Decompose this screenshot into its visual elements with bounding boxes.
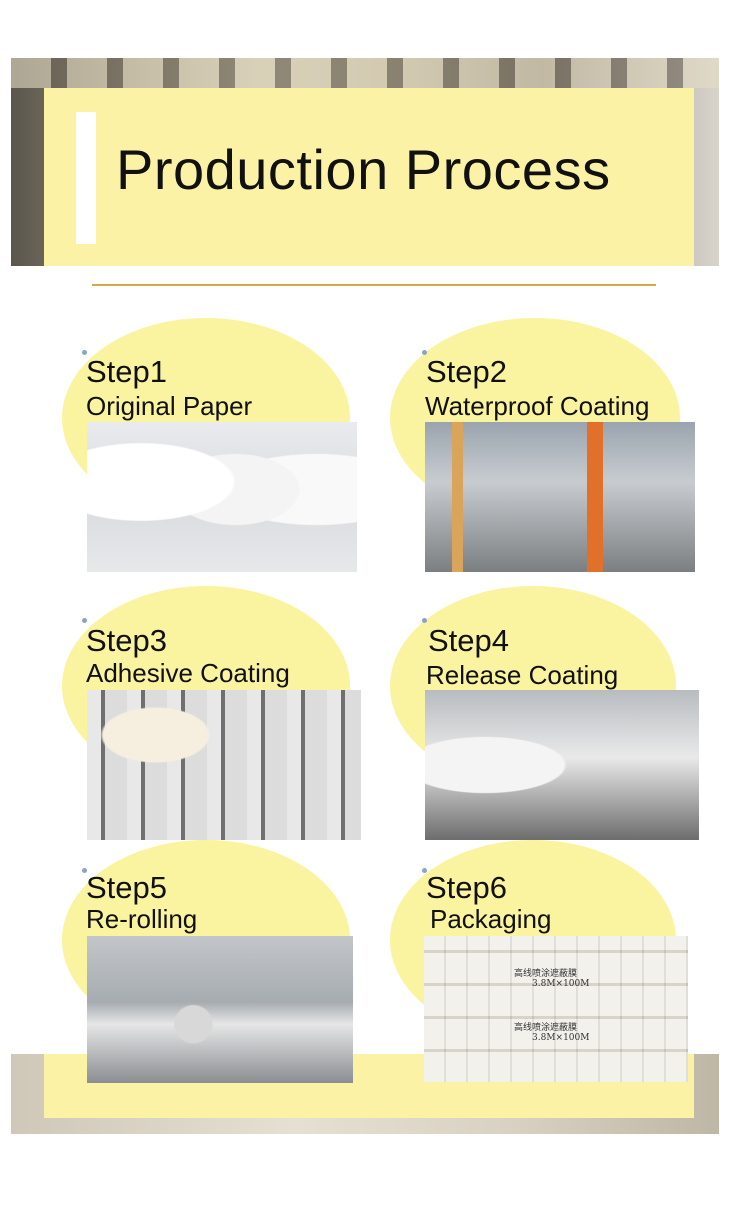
bullet-dot [422,868,427,873]
step-photo-paper-rolls [87,422,357,572]
step-number: Step2 [426,354,508,389]
step-number: Step1 [86,354,168,389]
step-number: Step6 [426,870,508,905]
bullet-dot [82,618,87,623]
step-name: Waterproof Coating [425,391,650,421]
box-label-spec: 3.8M×100M [532,979,590,989]
step-name: Packaging [430,904,552,934]
page-title: Production Process [116,138,611,201]
step-photo-packaged-boxes: 高线喷涂遮蔽膜 3.8M×100M 高线喷涂遮蔽膜 3.8M×100M [424,936,688,1082]
step-photo-coating-machine [425,422,695,572]
step-name: Re-rolling [86,904,198,934]
box-label-name: 高线喷涂遮蔽膜 [514,1023,578,1033]
step-photo-rerolling-machine [87,936,353,1083]
step-name: Original Paper [86,391,253,421]
box-label-spec: 3.8M×100M [532,1033,590,1043]
bullet-dot [422,618,427,623]
step-photo-release-machine [425,690,699,840]
title-accent-bar [76,112,96,244]
step-number: Step3 [86,623,168,658]
title-panel [44,88,694,266]
step-number: Step5 [86,870,168,905]
box-label-name: 高线喷涂遮蔽膜 [514,969,578,979]
step-name: Adhesive Coating [86,658,290,688]
step-number: Step4 [428,623,510,658]
bullet-dot [422,350,427,355]
step-photo-adhesive-machine [87,690,361,840]
bullet-dot [82,350,87,355]
title-divider [92,284,656,286]
step-name: Release Coating [426,660,619,690]
bullet-dot [82,868,87,873]
